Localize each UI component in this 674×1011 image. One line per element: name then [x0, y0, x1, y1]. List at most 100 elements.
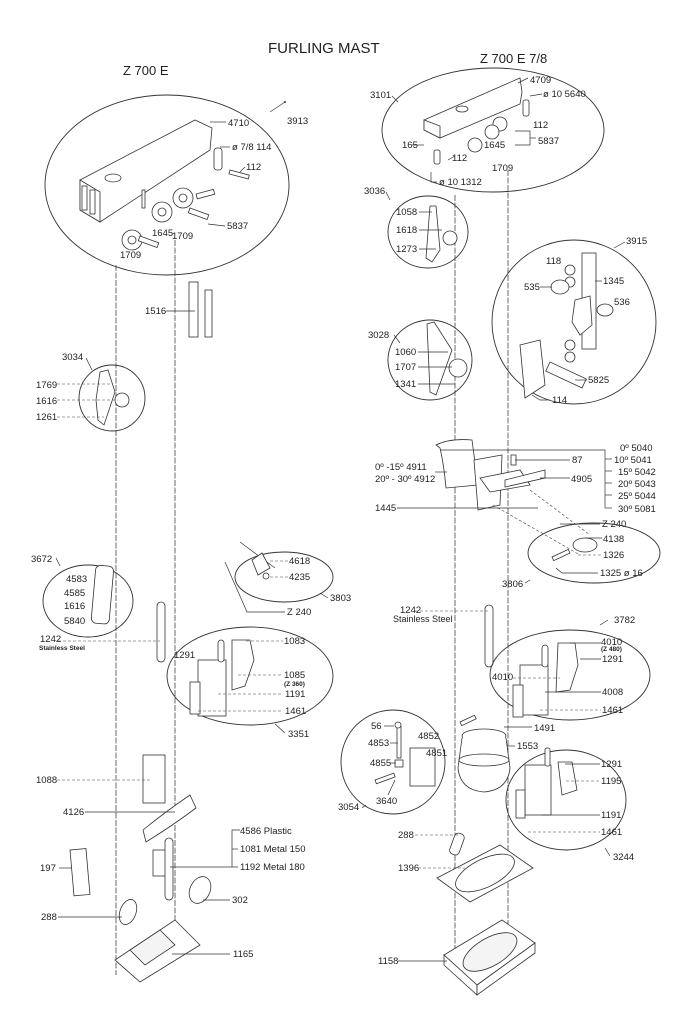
label-1709-r: 1709 — [492, 163, 513, 174]
label-112-r1: 112 — [533, 120, 548, 131]
part-1396[interactable]: 1396 — [398, 844, 534, 903]
part-288-right[interactable]: 288 — [398, 830, 465, 856]
label-3806: 3806 — [502, 579, 523, 590]
part-197[interactable]: 197 — [40, 848, 91, 897]
label-4853: 4853 — [368, 738, 389, 749]
left-model-title: Z 700 E — [123, 63, 169, 78]
label-4008: 4008 — [602, 687, 623, 698]
part-1242-left[interactable]: 1242 Stainless Steel — [39, 601, 166, 663]
label-1165: 1165 — [233, 949, 253, 960]
label-angle-5043: 20º 5043 — [618, 479, 656, 490]
label-5840: 5840 — [64, 616, 85, 627]
assembly-3036-outline — [387, 195, 469, 269]
label-angle-4911: 0º -15º 4911 — [375, 462, 427, 473]
label-4010-b: 4010 — [492, 672, 513, 683]
assembly-3672-outline — [42, 564, 134, 638]
label-10-5640: ø 10 5640 — [543, 89, 586, 100]
label-1058: 1058 — [396, 207, 417, 218]
assembly-3803[interactable]: 4618 4235 3803 Z 240 — [224, 541, 351, 618]
left-assembly: 4710 3913 ø 7/8 114 112 5837 1645 1709 1… — [31, 94, 351, 983]
assembly-3244[interactable]: 1291 1195 1191 1461 3244 — [505, 747, 634, 863]
label-z480: (Z 480) — [601, 646, 622, 653]
label-1085: 1085 — [284, 670, 305, 681]
label-1191-r: 1191 — [601, 810, 621, 821]
label-1616-b: 1616 — [64, 601, 85, 612]
label-4586-plastic: 4586 Plastic — [240, 826, 292, 837]
assembly-3806[interactable]: 4138 1326 1325 ø 16 3806 — [502, 522, 661, 590]
label-1291: 1291 — [174, 650, 195, 661]
mast-tube-1516[interactable]: 1516 — [145, 281, 213, 338]
assembly-3244-outline — [505, 749, 627, 851]
label-3036: 3036 — [364, 186, 385, 197]
label-z240-left: Z 240 — [287, 607, 311, 618]
label-1618: 1618 — [396, 225, 417, 236]
label-1261: 1261 — [36, 412, 57, 423]
label-1516: 1516 — [145, 306, 166, 317]
part-1165-base[interactable]: 1165 — [114, 919, 253, 983]
label-1645: 1645 — [152, 228, 173, 239]
label-5837: 5837 — [227, 221, 248, 232]
assembly-3782[interactable]: 4010 (Z 480) 1291 4010 4008 1461 3782 — [489, 615, 651, 721]
assembly-3028-outline — [387, 319, 473, 401]
label-1325-16: 1325 ø 16 — [600, 568, 643, 579]
diagram-title: FURLING MAST — [268, 40, 380, 57]
label-4126: 4126 — [63, 807, 84, 818]
label-5837-r: 5837 — [538, 136, 559, 147]
label-288-right: 288 — [398, 830, 414, 841]
label-1491: 1491 — [534, 723, 555, 734]
label-4010-a: 4010 — [601, 637, 622, 648]
label-4618: 4618 — [289, 556, 310, 567]
label-4235: 4235 — [289, 572, 310, 583]
part-288-left[interactable]: 288 — [41, 897, 140, 927]
label-1291-3244: 1291 — [601, 759, 622, 770]
label-1191: 1191 — [285, 689, 305, 700]
label-112-r2: 112 — [452, 153, 467, 164]
part-1158[interactable]: 1158 — [378, 919, 536, 996]
part-1088[interactable]: 1088 — [36, 754, 166, 804]
label-3782: 3782 — [614, 615, 635, 626]
label-3640: 3640 — [376, 796, 397, 807]
assembly-3036[interactable]: 3036 1058 1618 1273 — [364, 186, 469, 269]
assembly-3101[interactable]: 4709 ø 10 5640 112 5837 165 1645 112 170… — [370, 67, 605, 193]
label-114: 114 — [552, 395, 567, 406]
assembly-3672[interactable]: 3672 4583 4585 1616 5840 — [31, 554, 134, 638]
label-angle-4912: 20º - 30º 4912 — [375, 474, 435, 485]
part-1242-right[interactable]: 1242 Stainless Steel — [393, 604, 494, 668]
label-87: 87 — [572, 455, 583, 466]
assembly-3054[interactable]: 56 4853 4852 4851 4855 3640 3054 — [338, 709, 447, 815]
label-302: 302 — [232, 895, 248, 906]
part-1491-1553[interactable]: 1491 1553 — [457, 714, 555, 793]
assembly-3034[interactable]: 3034 1769 1616 1261 — [36, 352, 146, 432]
label-z360: (Z 360) — [284, 681, 305, 688]
right-model-title: Z 700 E 7/8 — [480, 51, 547, 66]
label-1195: 1195 — [601, 776, 621, 787]
label-1341: 1341 — [395, 379, 416, 390]
label-10-1312: ø 10 1312 — [439, 177, 482, 188]
label-1553: 1553 — [517, 741, 538, 752]
label-4851: 4851 — [426, 748, 447, 759]
label-1461-3244: 1461 — [601, 827, 622, 838]
assembly-3915[interactable]: 3915 118 1345 535 536 5825 114 — [491, 236, 657, 406]
assembly-3351[interactable]: 1083 1291 1085 (Z 360) 1191 1461 3351 — [166, 626, 334, 740]
label-3913: 3913 — [287, 116, 308, 127]
label-56: 56 — [371, 721, 382, 732]
assembly-3351-outline — [166, 626, 334, 726]
label-1396: 1396 — [398, 863, 419, 874]
label-3034: 3034 — [62, 352, 83, 363]
label-3672: 3672 — [31, 554, 52, 565]
assembly-3028[interactable]: 3028 1060 1707 1341 — [368, 319, 473, 401]
label-3244: 3244 — [613, 852, 634, 863]
label-118: 118 — [546, 256, 561, 267]
label-3028: 3028 — [368, 330, 389, 341]
label-1461: 1461 — [285, 706, 306, 717]
label-112: 112 — [246, 162, 261, 173]
label-1081-metal-150: 1081 Metal 150 — [240, 844, 306, 855]
assembly-3913[interactable]: 4710 3913 ø 7/8 114 112 5837 1645 1709 1… — [44, 94, 308, 276]
label-4855: 4855 — [370, 758, 391, 769]
assembly-3803-outline — [234, 551, 334, 603]
part-302[interactable]: 302 — [185, 873, 248, 907]
label-5825: 5825 — [588, 375, 609, 386]
options-bracket[interactable]: 4586 Plastic 1081 Metal 150 1192 Metal 1… — [152, 826, 306, 901]
part-4126[interactable]: 4126 — [63, 794, 197, 843]
